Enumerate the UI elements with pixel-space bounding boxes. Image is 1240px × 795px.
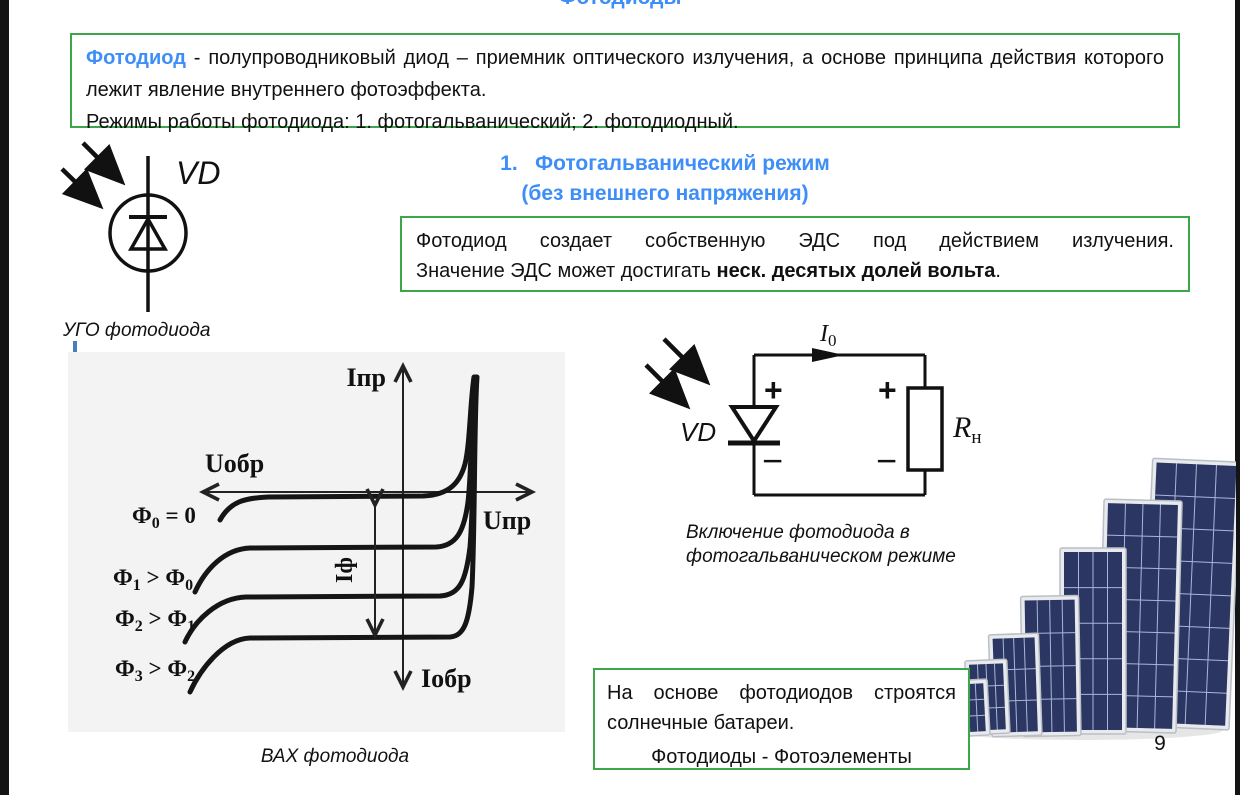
circuit-caption-line2: фотогальваническом режиме [686,546,956,567]
vah-caption: ВАХ фотодиода [260,746,410,767]
definition-box: Фотодиод - полупроводниковый диод – прие… [70,33,1180,133]
right-frame-bar [1235,0,1240,795]
diode-minus-sign: − [762,440,783,481]
emf-line2-start: Значение ЭДС может достигать [416,260,717,282]
curve-label-phi3: Ф3 > Ф2 [115,656,195,685]
solar-note-line1: На основе фотодиодов строятся солнечные … [607,682,956,734]
ugo-vd-label: VD [176,155,220,191]
modes-line: Режимы работы фотодиода: 1. фотогальвани… [86,111,739,133]
circuit-caption-line1: Включение фотодиода в [686,522,910,543]
emf-line2-bold: неск. десятых долей вольта [716,260,996,282]
axis-label-ipr: Iпр [346,363,386,392]
current-label: I0 [819,321,837,350]
current-direction-arrow [812,348,844,362]
solar-note-line2: Фотодиоды - Фотоэлементы [651,746,912,768]
photodiode-circle [108,193,188,273]
emf-box: Фотодиод создает собственную ЭДС под дей… [400,216,1190,292]
blue-mark [73,341,77,352]
axis-label-upr: Uпр [483,506,531,535]
definition-term: Фотодиод [86,47,186,69]
curve-label-phi0: Ф0 = 0 [132,503,196,532]
graph-background [68,352,565,732]
diode-triangle [728,405,780,445]
circuit-svg: I0 VD + − + − Rн [644,321,982,497]
mode-heading-line2: (без внешнего напряжения) [521,182,809,205]
solar-note-box: На основе фотодиодов строятся солнечные … [593,668,970,770]
circuit-vd-label: VD [680,417,716,447]
load-plus-sign: + [878,372,897,408]
light-rays-icon [644,337,711,410]
load-minus-sign: − [876,440,897,481]
left-frame-bar [0,0,9,795]
emf-line1: Фотодиод создает собственную ЭДС под дей… [416,230,1174,252]
mode-heading-line1: 1. Фотогальванический режим [500,152,830,175]
load-label: Rн [952,411,982,448]
vah-graph: Iпр Uобр Uпр Iобр Iф Ф0 = 0 Ф1 > Ф0 Ф2 >… [68,352,565,732]
axis-label-iobr: Iобр [421,664,472,693]
emf-line2-end: . [995,260,1001,282]
diode-plus-sign: + [764,372,783,408]
diode-triangle [127,215,169,251]
emf-line2: Значение ЭДС может достигать неск. десят… [416,256,1174,286]
definition-rest: - полупроводниковый диод – приемник опти… [86,47,1164,101]
curve-phi3 [187,374,480,695]
ugo-caption: УГО фотодиода [63,320,211,341]
curve-label-phi2: Ф2 > Ф1 [115,606,195,635]
axis-label-uobr: Uобр [205,449,264,478]
circuit-caption: Включение фотодиода в фотогальваническом… [686,521,956,569]
load-resistor [906,386,944,472]
photodiode-symbol-svg: VD [60,141,220,312]
definition-text: Фотодиод - полупроводниковый диод – прие… [86,42,1164,106]
page-number: 9 [1154,732,1166,755]
mode-heading: 1. Фотогальванический режим (без внешнег… [400,149,930,209]
light-rays-icon [60,141,126,210]
solar-panels-svg [948,457,1236,740]
iv-curves [182,374,480,695]
page-title: Фотодиоды [0,0,1240,10]
photocurrent-label: Iф [332,557,358,583]
curve-label-phi1: Ф1 > Ф0 [113,565,193,594]
